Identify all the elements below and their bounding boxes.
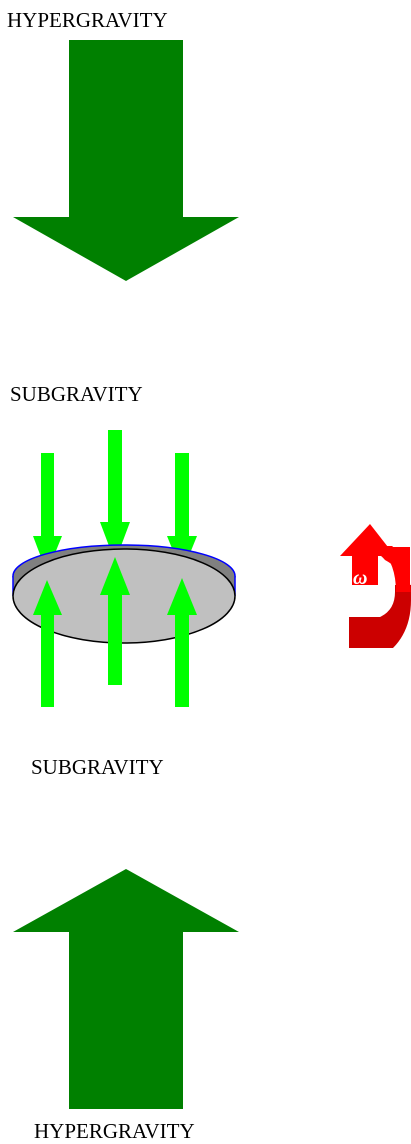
top-hypergravity-arrow-icon	[13, 40, 239, 281]
down-arrow-center-icon	[100, 430, 130, 562]
bottom-hypergravity-arrow-icon	[13, 869, 239, 1109]
omega-symbol: ω	[353, 567, 367, 589]
rotation-arrow-icon: ω	[340, 524, 411, 648]
